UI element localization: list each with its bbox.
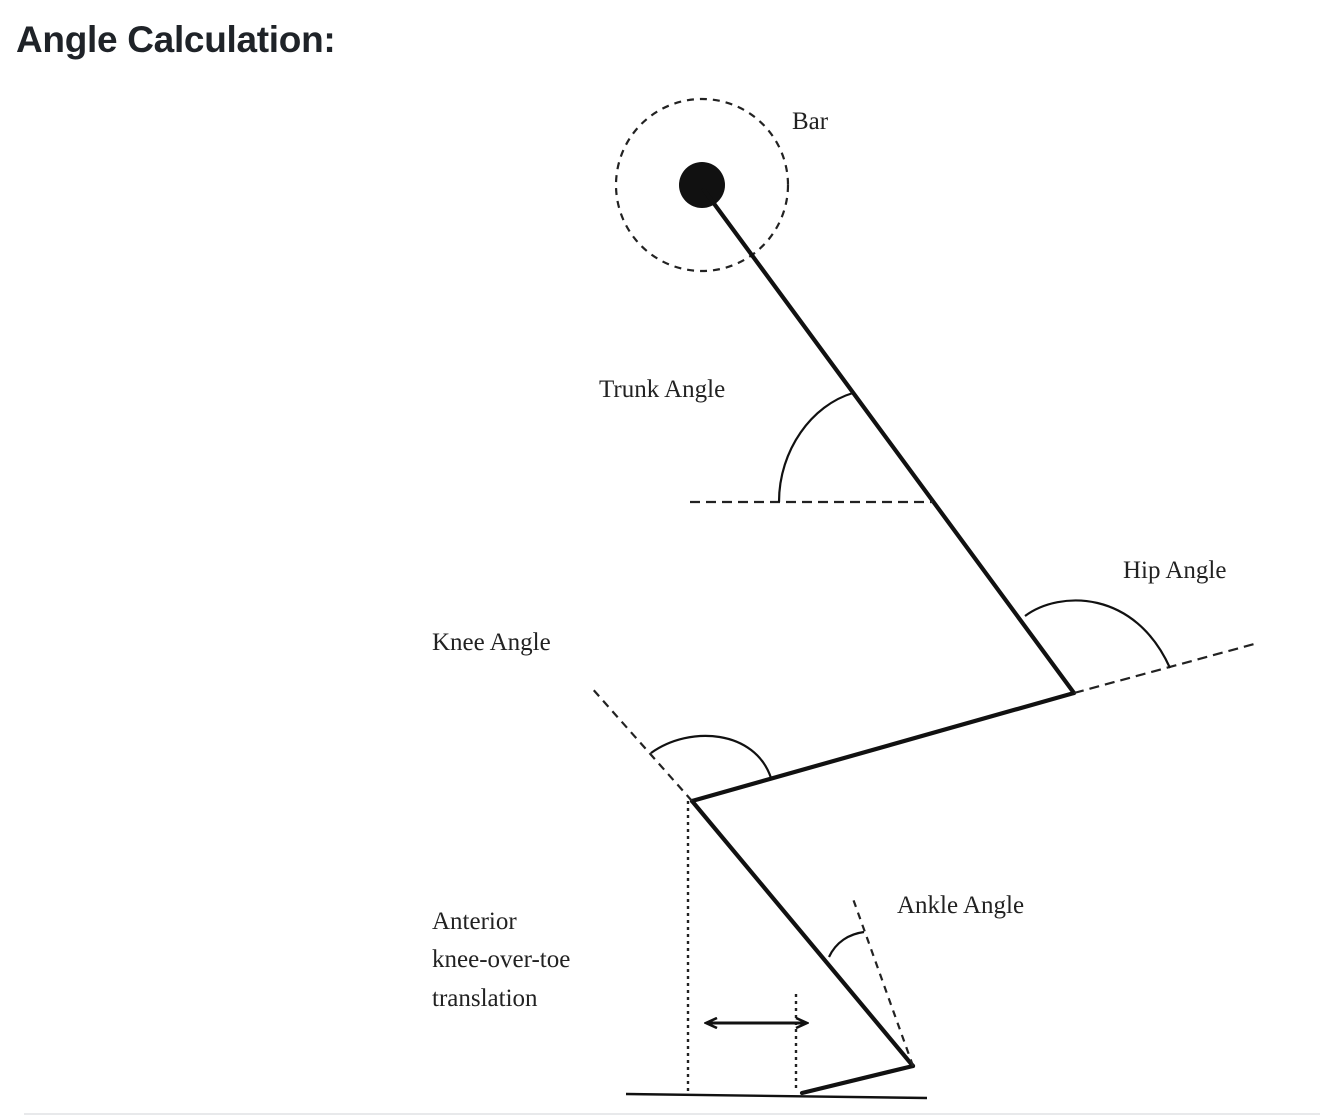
translation-label-line3: translation xyxy=(432,985,538,1012)
translation-label-line1: Anterior xyxy=(432,908,517,935)
ankle-angle-label: Ankle Angle xyxy=(897,892,1024,919)
trunk-segment xyxy=(701,187,1077,696)
hip-angle-label: Hip Angle xyxy=(1123,557,1226,584)
hip-angle-arc xyxy=(1024,599,1172,669)
bottom-divider xyxy=(24,1113,1320,1115)
thigh-segment xyxy=(689,690,1077,804)
ground-line xyxy=(625,1092,928,1100)
foot-segment xyxy=(799,1063,916,1096)
translation-label-line2: knee-over-toe xyxy=(432,946,570,973)
knee-reference-line xyxy=(589,685,693,802)
trunk-angle-label: Trunk Angle xyxy=(599,376,725,403)
trunk-angle-arc xyxy=(777,391,854,503)
knee-angle-arc xyxy=(650,734,773,779)
bar-dot xyxy=(679,162,725,208)
shank-segment xyxy=(689,798,916,1069)
ankle-reference-line xyxy=(850,895,915,1067)
hip-reference-line xyxy=(1073,641,1259,695)
page-title: Angle Calculation: xyxy=(16,19,336,60)
ankle-angle-arc xyxy=(828,930,865,958)
bar-label: Bar xyxy=(792,108,829,135)
bar-range-circle xyxy=(614,97,790,273)
knee-angle-label: Knee Angle xyxy=(432,629,551,656)
